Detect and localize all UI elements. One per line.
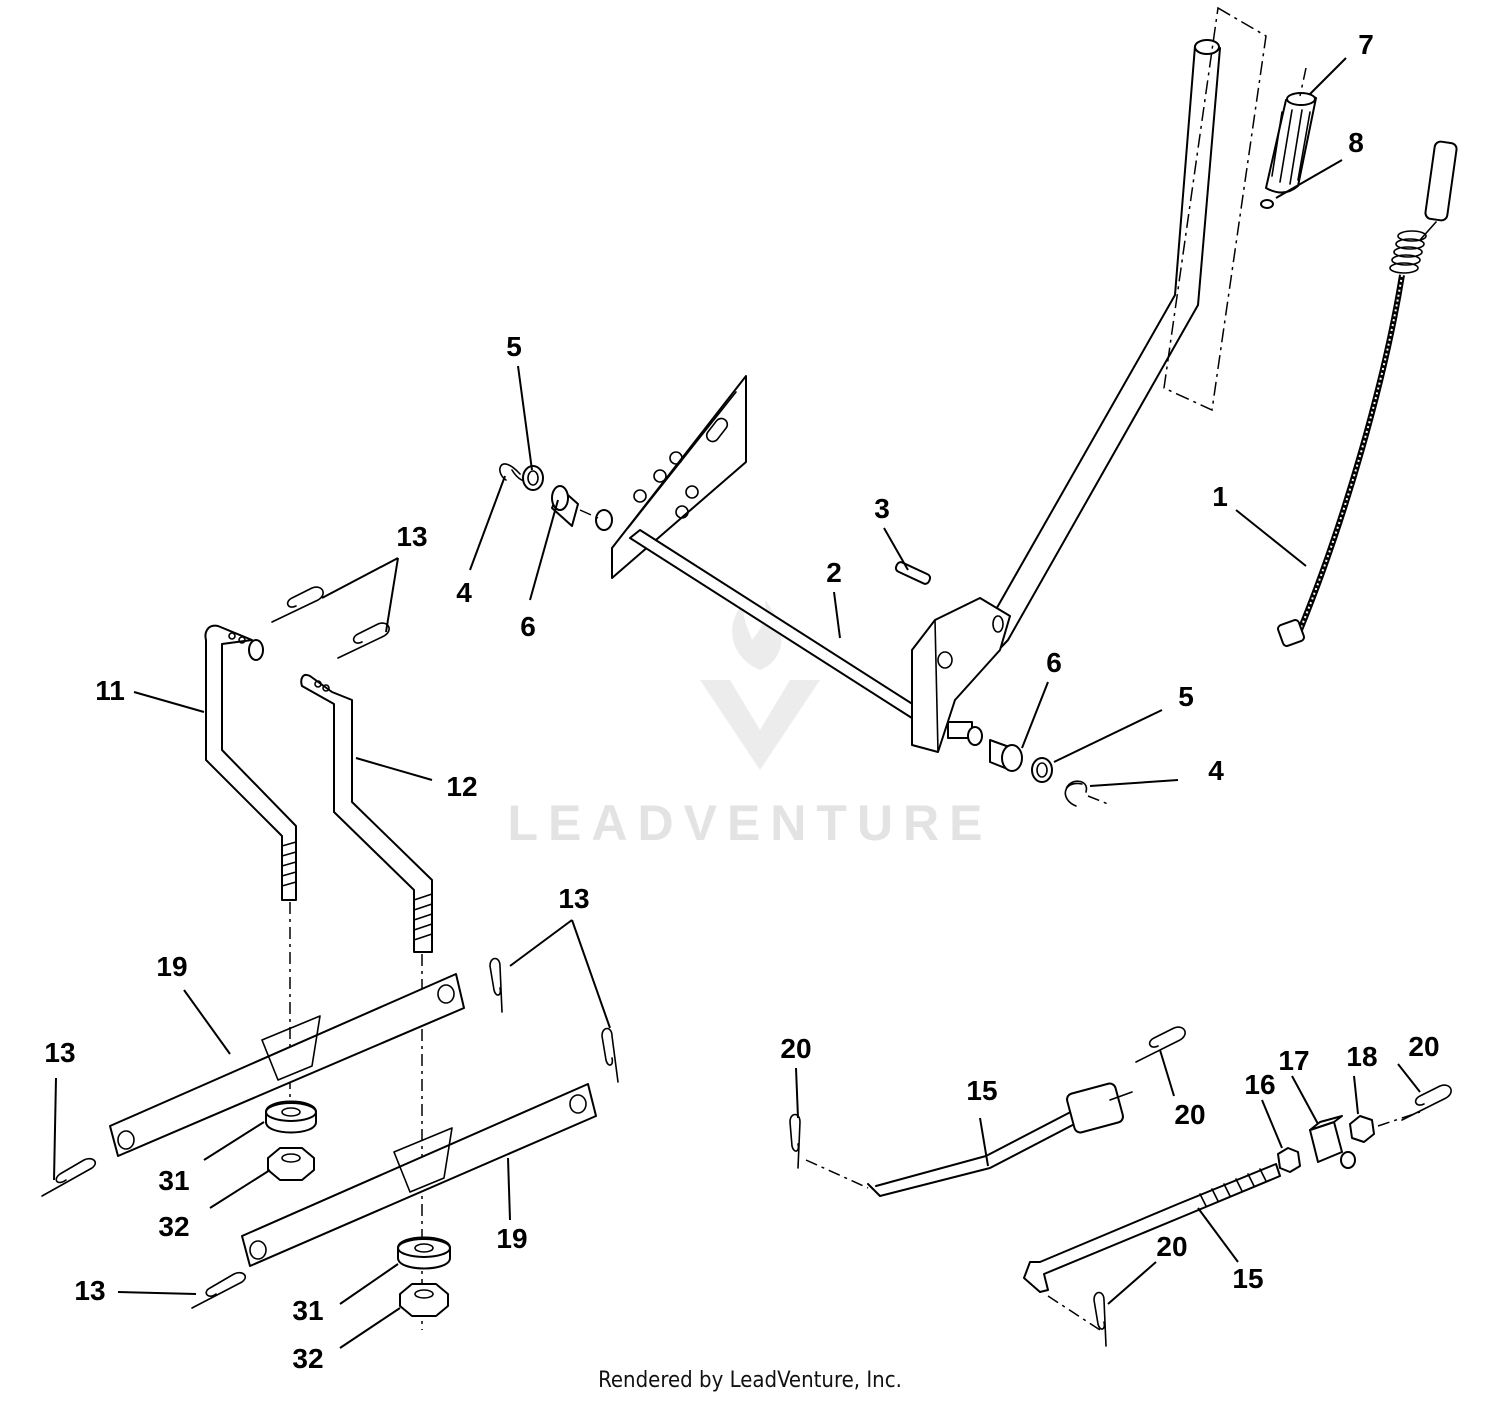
part-lift-arm-upper [109,973,465,1157]
callout-20: 20 [1156,1231,1187,1262]
mounting-plate [611,375,747,579]
watermark-logo-icon [700,680,820,770]
part-lock-nut [1349,1115,1375,1143]
hairpin-clip [601,1027,619,1083]
callout-16: 16 [1244,1069,1275,1100]
callout-6: 6 [1046,647,1062,678]
part-hairpin-clips [41,586,619,1309]
callout-31: 31 [158,1165,189,1196]
part-lift-cable [1277,140,1458,647]
callout-13: 13 [44,1037,75,1068]
part-adjust-rod-lower [1023,1163,1281,1331]
hairpin-clip [191,1271,247,1309]
callout-15: 15 [1232,1263,1263,1294]
part-lift-link-12 [300,674,433,1330]
hairpin-clip [789,1113,801,1169]
callout-6: 6 [520,611,536,642]
part-e-ring-right [1064,780,1088,807]
callout-32: 32 [292,1343,323,1374]
callout-32: 32 [158,1211,189,1242]
part-spacer-nut-lower [397,1236,451,1317]
callout-13: 13 [396,521,427,552]
callout-19: 19 [496,1223,527,1254]
callout-4: 4 [1208,755,1224,786]
callout-labels: 5 4 6 13 11 12 3 2 1 7 8 6 5 4 13 19 13 … [44,29,1439,1374]
lift-lever-arm [949,45,1221,681]
hairpin-clip [41,1157,97,1197]
hairpin-clip [337,622,390,659]
part-washer-right [1031,757,1053,783]
callout-20: 20 [1174,1099,1205,1130]
callout-17: 17 [1278,1045,1309,1076]
part-trunnion-block [1309,1115,1356,1169]
hairpin-clip [271,586,324,623]
part-grip-washer [1260,199,1274,209]
part-spacer-nut-upper [265,1100,317,1181]
part-lift-link-11 [204,624,297,1100]
part-lift-shaft [595,39,1221,753]
watermark-brand: LEADVENTURE [507,795,992,851]
hairpin-clip [489,957,503,1013]
left-shaft-hardware [499,463,599,527]
hairpin-clip [1093,1291,1107,1347]
callout-13: 13 [74,1275,105,1306]
phantom-handle-outline [1163,6,1267,412]
callout-31: 31 [292,1295,323,1326]
shaft-rod [629,529,926,721]
callout-11: 11 [95,675,125,706]
leader-lines [53,57,1421,1349]
footer-credit: Rendered by LeadVenture, Inc. [598,1368,902,1393]
callout-8: 8 [1348,127,1364,158]
hairpin-clip [1135,1026,1186,1063]
callout-5: 5 [1178,681,1194,712]
callout-4: 4 [456,577,472,608]
callout-12: 12 [446,771,477,802]
callout-3: 3 [874,493,890,524]
callout-20: 20 [780,1033,811,1064]
callout-2: 2 [826,557,842,588]
part-washer-left [522,465,544,491]
callout-15: 15 [966,1075,997,1106]
callout-7: 7 [1358,29,1374,60]
right-shaft-hardware [989,739,1109,807]
part-roll-pin [894,561,932,585]
part-handle-grip [1265,67,1317,194]
callout-18: 18 [1346,1041,1377,1072]
callout-20: 20 [1408,1031,1439,1062]
part-lift-arm-lower [241,1083,597,1267]
part-jam-nut [1277,1147,1301,1173]
callout-19: 19 [156,951,187,982]
hairpin-clip [1401,1084,1452,1121]
callout-1: 1 [1212,481,1228,512]
watermark: LEADVENTURE [507,600,992,851]
callout-5: 5 [506,331,522,362]
callout-13: 13 [558,883,589,914]
